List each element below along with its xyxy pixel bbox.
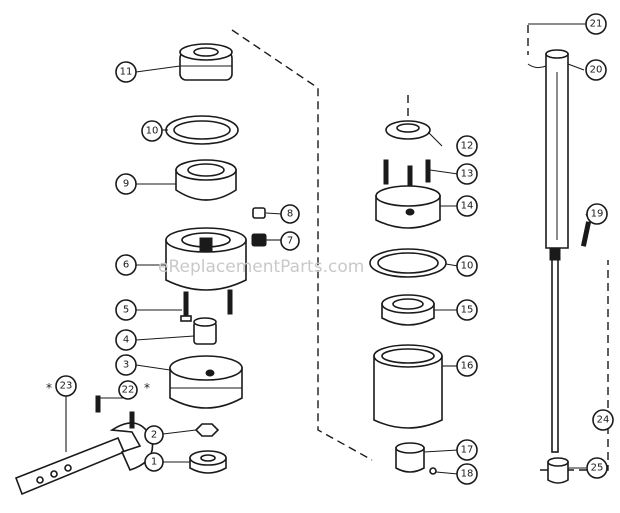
svg-text:24: 24 — [597, 415, 610, 426]
callout-22: 22 — [118, 380, 138, 400]
asterisk-marker-23: * — [46, 381, 52, 395]
callout-7: 7 — [280, 231, 300, 251]
part-bolts — [180, 289, 233, 322]
part-shaft-end-cap — [547, 457, 569, 484]
svg-text:14: 14 — [461, 201, 474, 212]
svg-text:18: 18 — [461, 469, 474, 480]
callout-13: 13 — [456, 163, 478, 185]
part-wrench — [14, 422, 154, 496]
svg-text:21: 21 — [590, 19, 603, 30]
part-shaft-pin — [580, 221, 592, 247]
callout-10-center: 10 — [456, 255, 478, 277]
callout-8: 8 — [280, 204, 300, 224]
part-fitting — [251, 233, 267, 247]
svg-text:19: 19 — [591, 209, 604, 220]
callout-17: 17 — [456, 439, 478, 461]
part-shaft-wire — [527, 63, 547, 69]
callout-10: 10 — [141, 120, 163, 142]
part-sleeve — [373, 344, 443, 429]
callout-6: 6 — [115, 254, 137, 276]
callout-15: 15 — [456, 299, 478, 321]
callout-14: 14 — [456, 195, 478, 217]
watermark: eReplacementParts.com — [158, 257, 364, 277]
callout-5: 5 — [115, 299, 137, 321]
svg-text:13: 13 — [461, 169, 474, 180]
svg-text:20: 20 — [590, 65, 603, 76]
callout-25: 25 — [586, 457, 608, 479]
svg-text:22: 22 — [122, 385, 135, 396]
part-bearing-ring — [381, 294, 435, 326]
callout-19: 19 — [586, 203, 608, 225]
part-seal-cup — [175, 159, 237, 201]
svg-text:23: 23 — [60, 381, 73, 392]
part-shaft-rod — [549, 247, 561, 453]
callout-23: 23 — [55, 375, 77, 397]
part-plug — [252, 207, 266, 219]
part-spanner-pins — [95, 395, 135, 429]
callout-12: 12 — [456, 135, 478, 157]
part-shaft-tube — [545, 49, 569, 249]
svg-text:2: 2 — [151, 430, 157, 441]
part-housing — [165, 227, 247, 291]
part-washer — [194, 423, 220, 437]
svg-text:12: 12 — [461, 141, 474, 152]
part-set-screw — [429, 467, 437, 475]
callout-16: 16 — [456, 355, 478, 377]
svg-text:5: 5 — [123, 305, 129, 316]
callout-11: 11 — [115, 61, 137, 83]
svg-text:6: 6 — [123, 260, 129, 271]
svg-text:8: 8 — [287, 209, 293, 220]
callout-4: 4 — [115, 329, 137, 351]
part-bearing — [179, 43, 233, 81]
callout-24: 24 — [592, 409, 614, 431]
svg-text:16: 16 — [461, 361, 474, 372]
svg-text:4: 4 — [123, 335, 129, 346]
svg-text:11: 11 — [120, 67, 133, 78]
callout-9: 9 — [115, 173, 137, 195]
svg-text:10: 10 — [146, 126, 159, 137]
part-screws — [383, 159, 431, 191]
leader-lines — [65, 23, 591, 475]
part-flange — [375, 185, 441, 229]
part-gasket-ring — [165, 115, 239, 145]
part-nut — [189, 450, 227, 474]
callout-3: 3 — [115, 354, 137, 376]
callout-2: 2 — [144, 425, 164, 445]
svg-text:10: 10 — [461, 261, 474, 272]
callout-18: 18 — [456, 463, 478, 485]
part-bushing — [193, 317, 217, 345]
part-collar — [395, 442, 425, 473]
svg-text:3: 3 — [123, 360, 129, 371]
asterisk-marker-22: * — [144, 381, 150, 395]
callout-20: 20 — [585, 59, 607, 81]
svg-text:1: 1 — [151, 457, 157, 468]
part-cap — [385, 120, 431, 140]
svg-text:7: 7 — [287, 236, 293, 247]
svg-text:25: 25 — [591, 463, 604, 474]
svg-text:9: 9 — [123, 179, 129, 190]
callout-21: 21 — [585, 13, 607, 35]
part-gasket-ring-2 — [369, 248, 447, 278]
callout-1: 1 — [144, 452, 164, 472]
svg-text:15: 15 — [461, 305, 474, 316]
part-impeller-hub — [169, 355, 243, 409]
svg-text:17: 17 — [461, 445, 474, 456]
assembly-outline-left — [231, 29, 373, 461]
